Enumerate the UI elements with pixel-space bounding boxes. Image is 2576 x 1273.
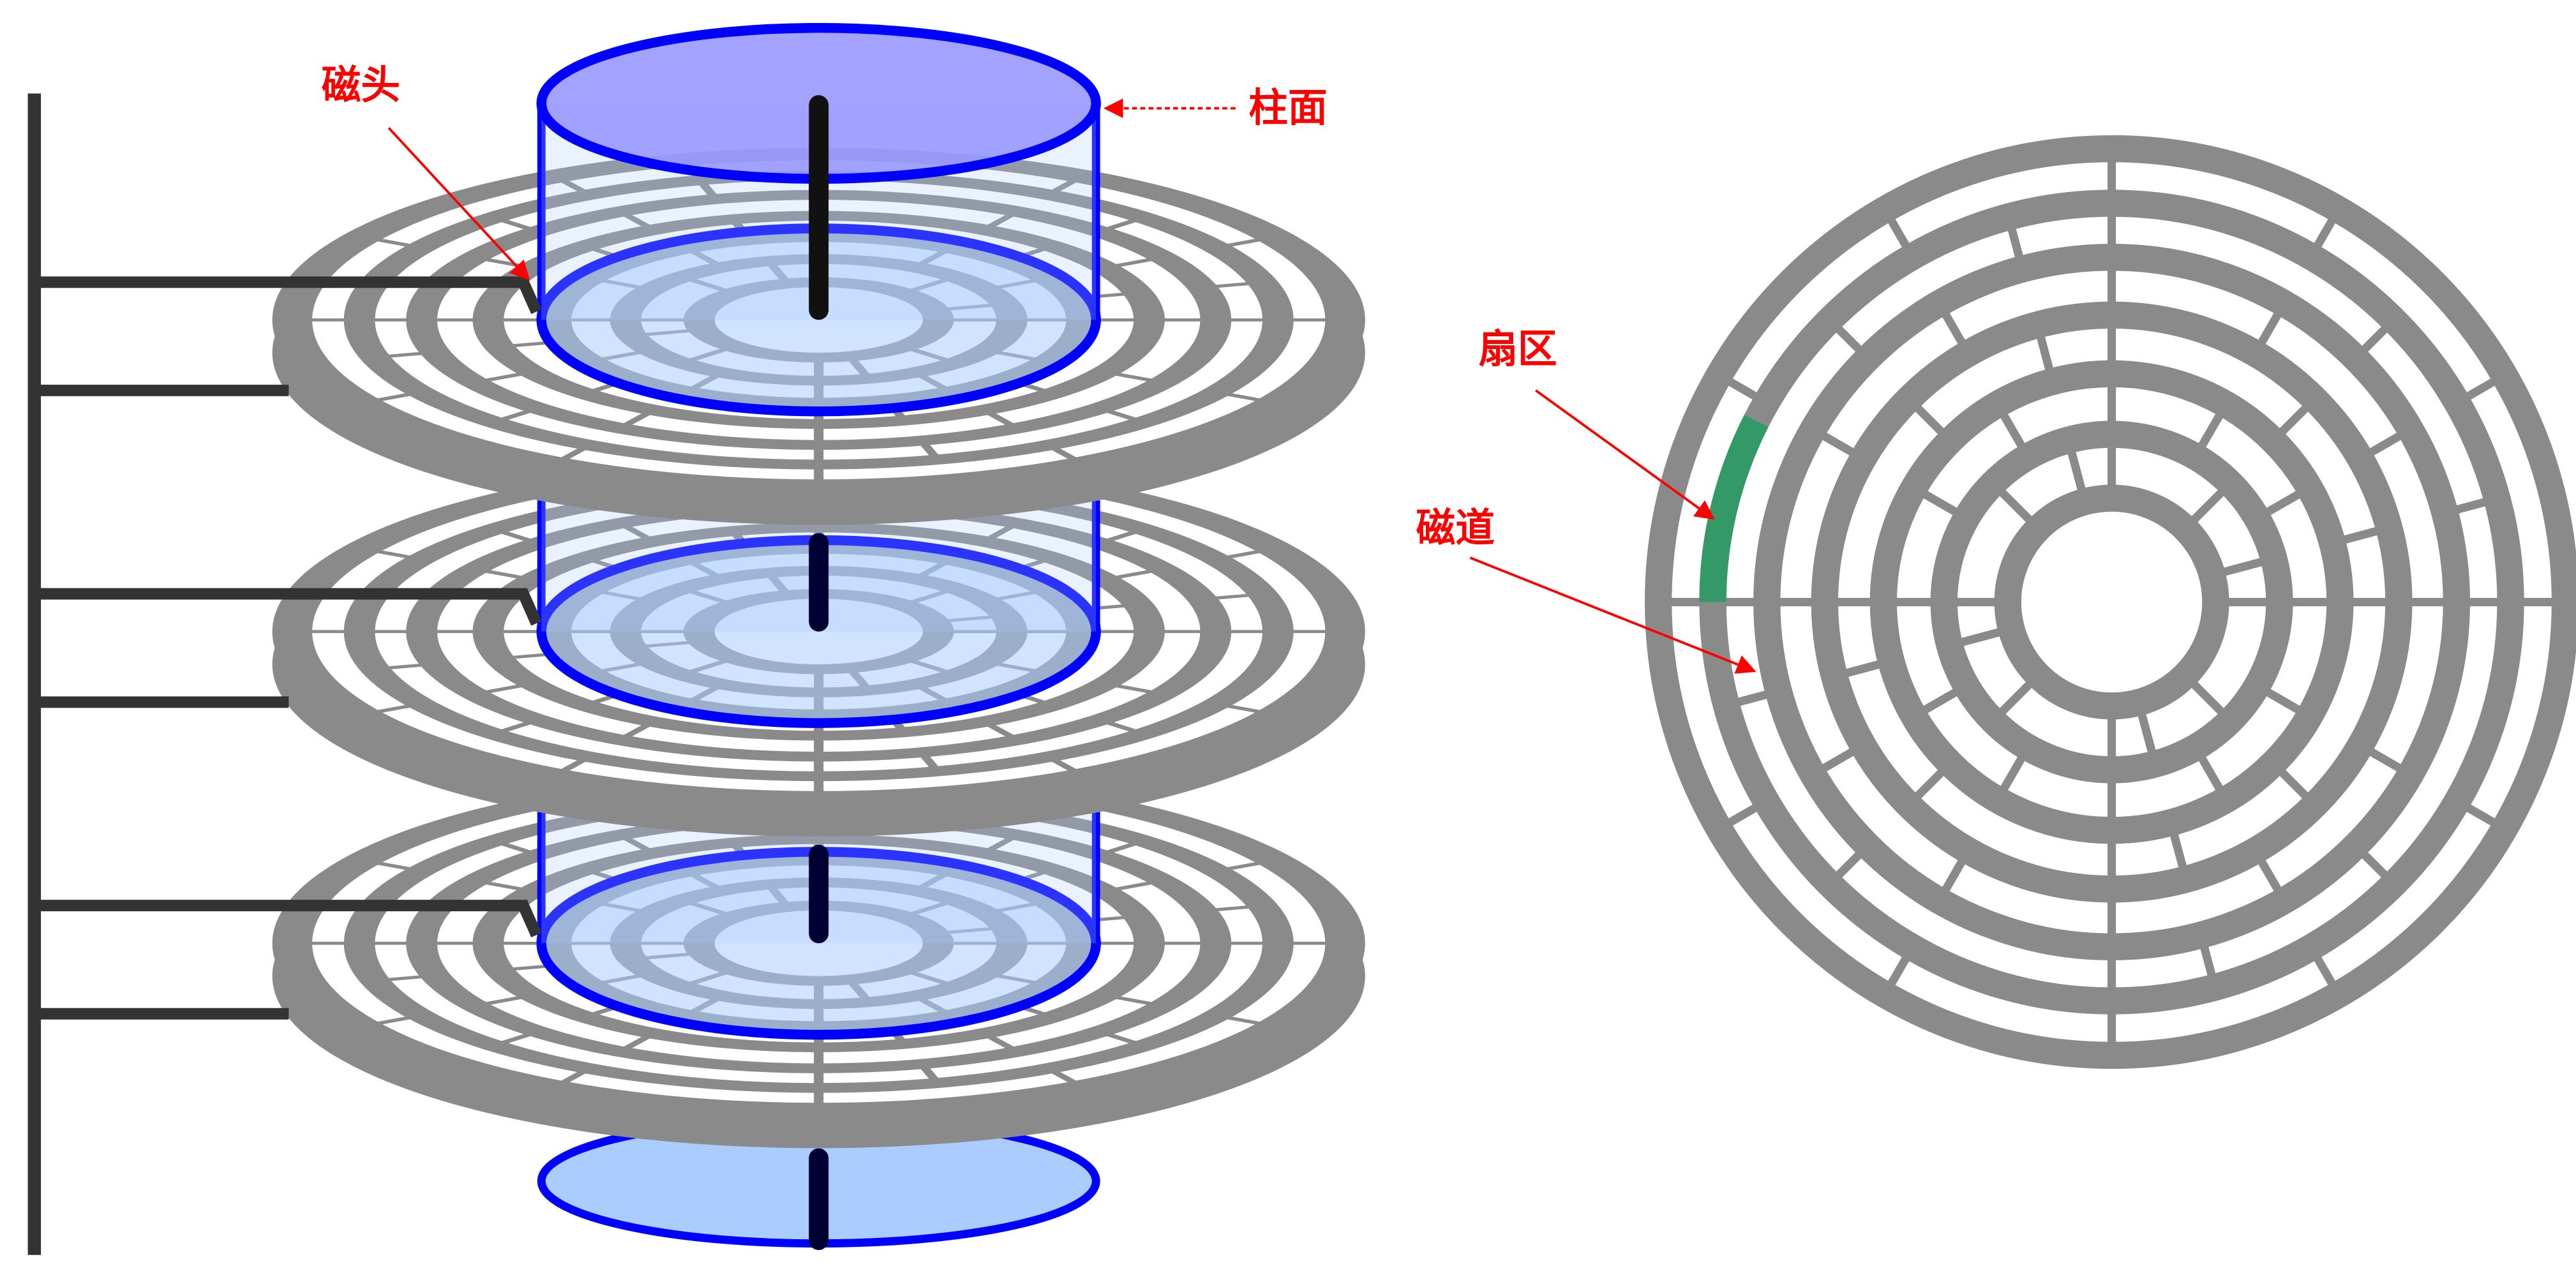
head-arm (34, 276, 542, 315)
single-platter-diagram (1645, 135, 2576, 1069)
track-ring (472, 522, 1165, 741)
track-label: 磁道 (1416, 504, 1495, 551)
cylinder-label: 柱面 (1248, 84, 1327, 131)
head-arm (34, 588, 542, 626)
spindle-top (809, 95, 829, 211)
spindle (809, 533, 829, 632)
head-arm (34, 900, 542, 938)
track-arrow (1469, 556, 1756, 674)
track-ring (1645, 135, 2576, 1069)
sector-arrow (1535, 389, 1715, 520)
track-ring (1869, 360, 2354, 844)
sector-label: 扇区 (1478, 325, 1557, 372)
platter-surface (1645, 136, 2576, 1068)
spindle (809, 845, 829, 944)
head-label: 磁头 (322, 61, 400, 108)
actuator-post (27, 93, 41, 1255)
platter-face (1645, 135, 2576, 1069)
head-arrow (387, 127, 530, 281)
track-ring (1994, 484, 2229, 720)
spindle (809, 1148, 829, 1251)
track-ring (1930, 421, 2293, 784)
annotations: 磁头 柱面 扇区 磁道 (322, 61, 1756, 674)
track-ring (472, 834, 1165, 1053)
track-ring (1811, 301, 2413, 903)
platter-stack-diagram (27, 22, 1365, 1255)
highlighted-sector (1699, 415, 1769, 602)
